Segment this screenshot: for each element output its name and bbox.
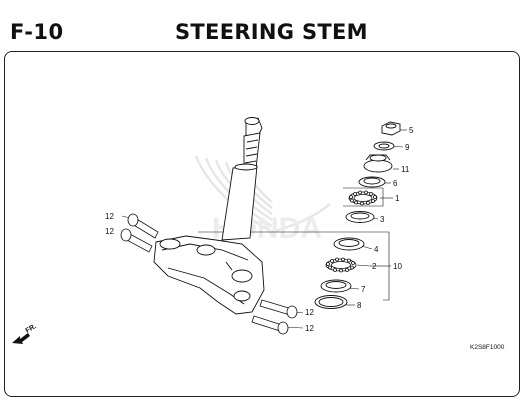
top-cone-race bbox=[345, 211, 375, 223]
callout-bolt-upper-2: 12 bbox=[105, 227, 114, 236]
ball-retainer-lower bbox=[325, 257, 357, 273]
lock-washer bbox=[373, 141, 395, 151]
callout-ball-race-upper: 4 bbox=[374, 245, 379, 254]
dust-seal-upper bbox=[358, 176, 386, 188]
callout-top-cone-race: 3 bbox=[380, 215, 385, 224]
diagram-frame bbox=[4, 51, 520, 397]
callout-ball-retainer-lower: 2 bbox=[372, 262, 377, 271]
callout-lock-nut: 5 bbox=[409, 126, 414, 135]
callout-bolt-upper-1: 12 bbox=[105, 212, 114, 221]
ball-race-lower bbox=[320, 279, 352, 293]
honda-wing-watermark: HONDA bbox=[194, 155, 331, 245]
front-direction-arrow-icon: FR. bbox=[12, 323, 38, 344]
callout-lock-washer: 9 bbox=[405, 143, 410, 152]
callout-ball-race-lower: 7 bbox=[361, 285, 366, 294]
dust-seal-lower bbox=[314, 295, 348, 309]
section-code: F-10 bbox=[10, 20, 64, 44]
callout-bearing-set: 10 bbox=[393, 262, 402, 271]
pinch-bolts bbox=[120, 213, 298, 335]
diagram-title: STEERING STEM bbox=[175, 20, 368, 44]
adjust-nut bbox=[363, 154, 393, 173]
ball-race-upper bbox=[333, 237, 365, 251]
callout-adjust-nut: 11 bbox=[401, 165, 410, 174]
lock-nut bbox=[381, 121, 401, 136]
callout-ball-retainer-upper: 1 bbox=[395, 194, 400, 203]
steering-stem bbox=[153, 117, 265, 315]
drawing-code: K2S8F1000 bbox=[470, 344, 505, 351]
ball-retainer-upper bbox=[348, 190, 378, 206]
callout-dust-seal-upper: 6 bbox=[393, 179, 398, 188]
front-direction-label: FR. bbox=[25, 323, 38, 335]
callout-bolt-lower-2: 12 bbox=[305, 324, 314, 333]
callout-bolt-lower-1: 12 bbox=[305, 308, 314, 317]
callout-dust-seal-lower: 8 bbox=[357, 301, 362, 310]
